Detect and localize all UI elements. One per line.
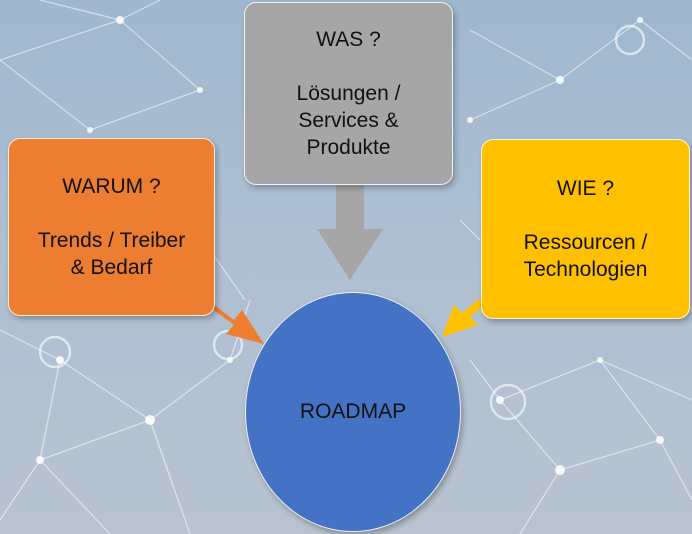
warum-line-2: & Bedarf	[70, 256, 153, 279]
box-wie: WIE ? Ressourcen / Technologien	[481, 139, 690, 319]
warum-line-1: Trends / Treiber	[37, 229, 186, 252]
box-was: WAS ? Lösungen / Services & Produkte	[244, 2, 453, 185]
wie-line-1: Ressourcen /	[523, 231, 648, 254]
wie-heading: WIE ?	[556, 177, 615, 200]
was-heading: WAS ?	[316, 28, 381, 51]
was-line-3: Produkte	[306, 136, 391, 159]
roadmap-circle: ROADMAP	[245, 292, 461, 532]
was-line-2: Services &	[298, 109, 399, 132]
box-warum: WARUM ? Trends / Treiber & Bedarf	[8, 138, 215, 316]
arrow-was-down	[317, 184, 383, 280]
roadmap-label: ROADMAP	[299, 400, 407, 423]
wie-line-2: Technologien	[523, 258, 648, 281]
was-line-1: Lösungen /	[296, 82, 401, 105]
arrow-warum-diagonal	[200, 294, 264, 344]
warum-heading: WARUM ?	[62, 175, 161, 198]
